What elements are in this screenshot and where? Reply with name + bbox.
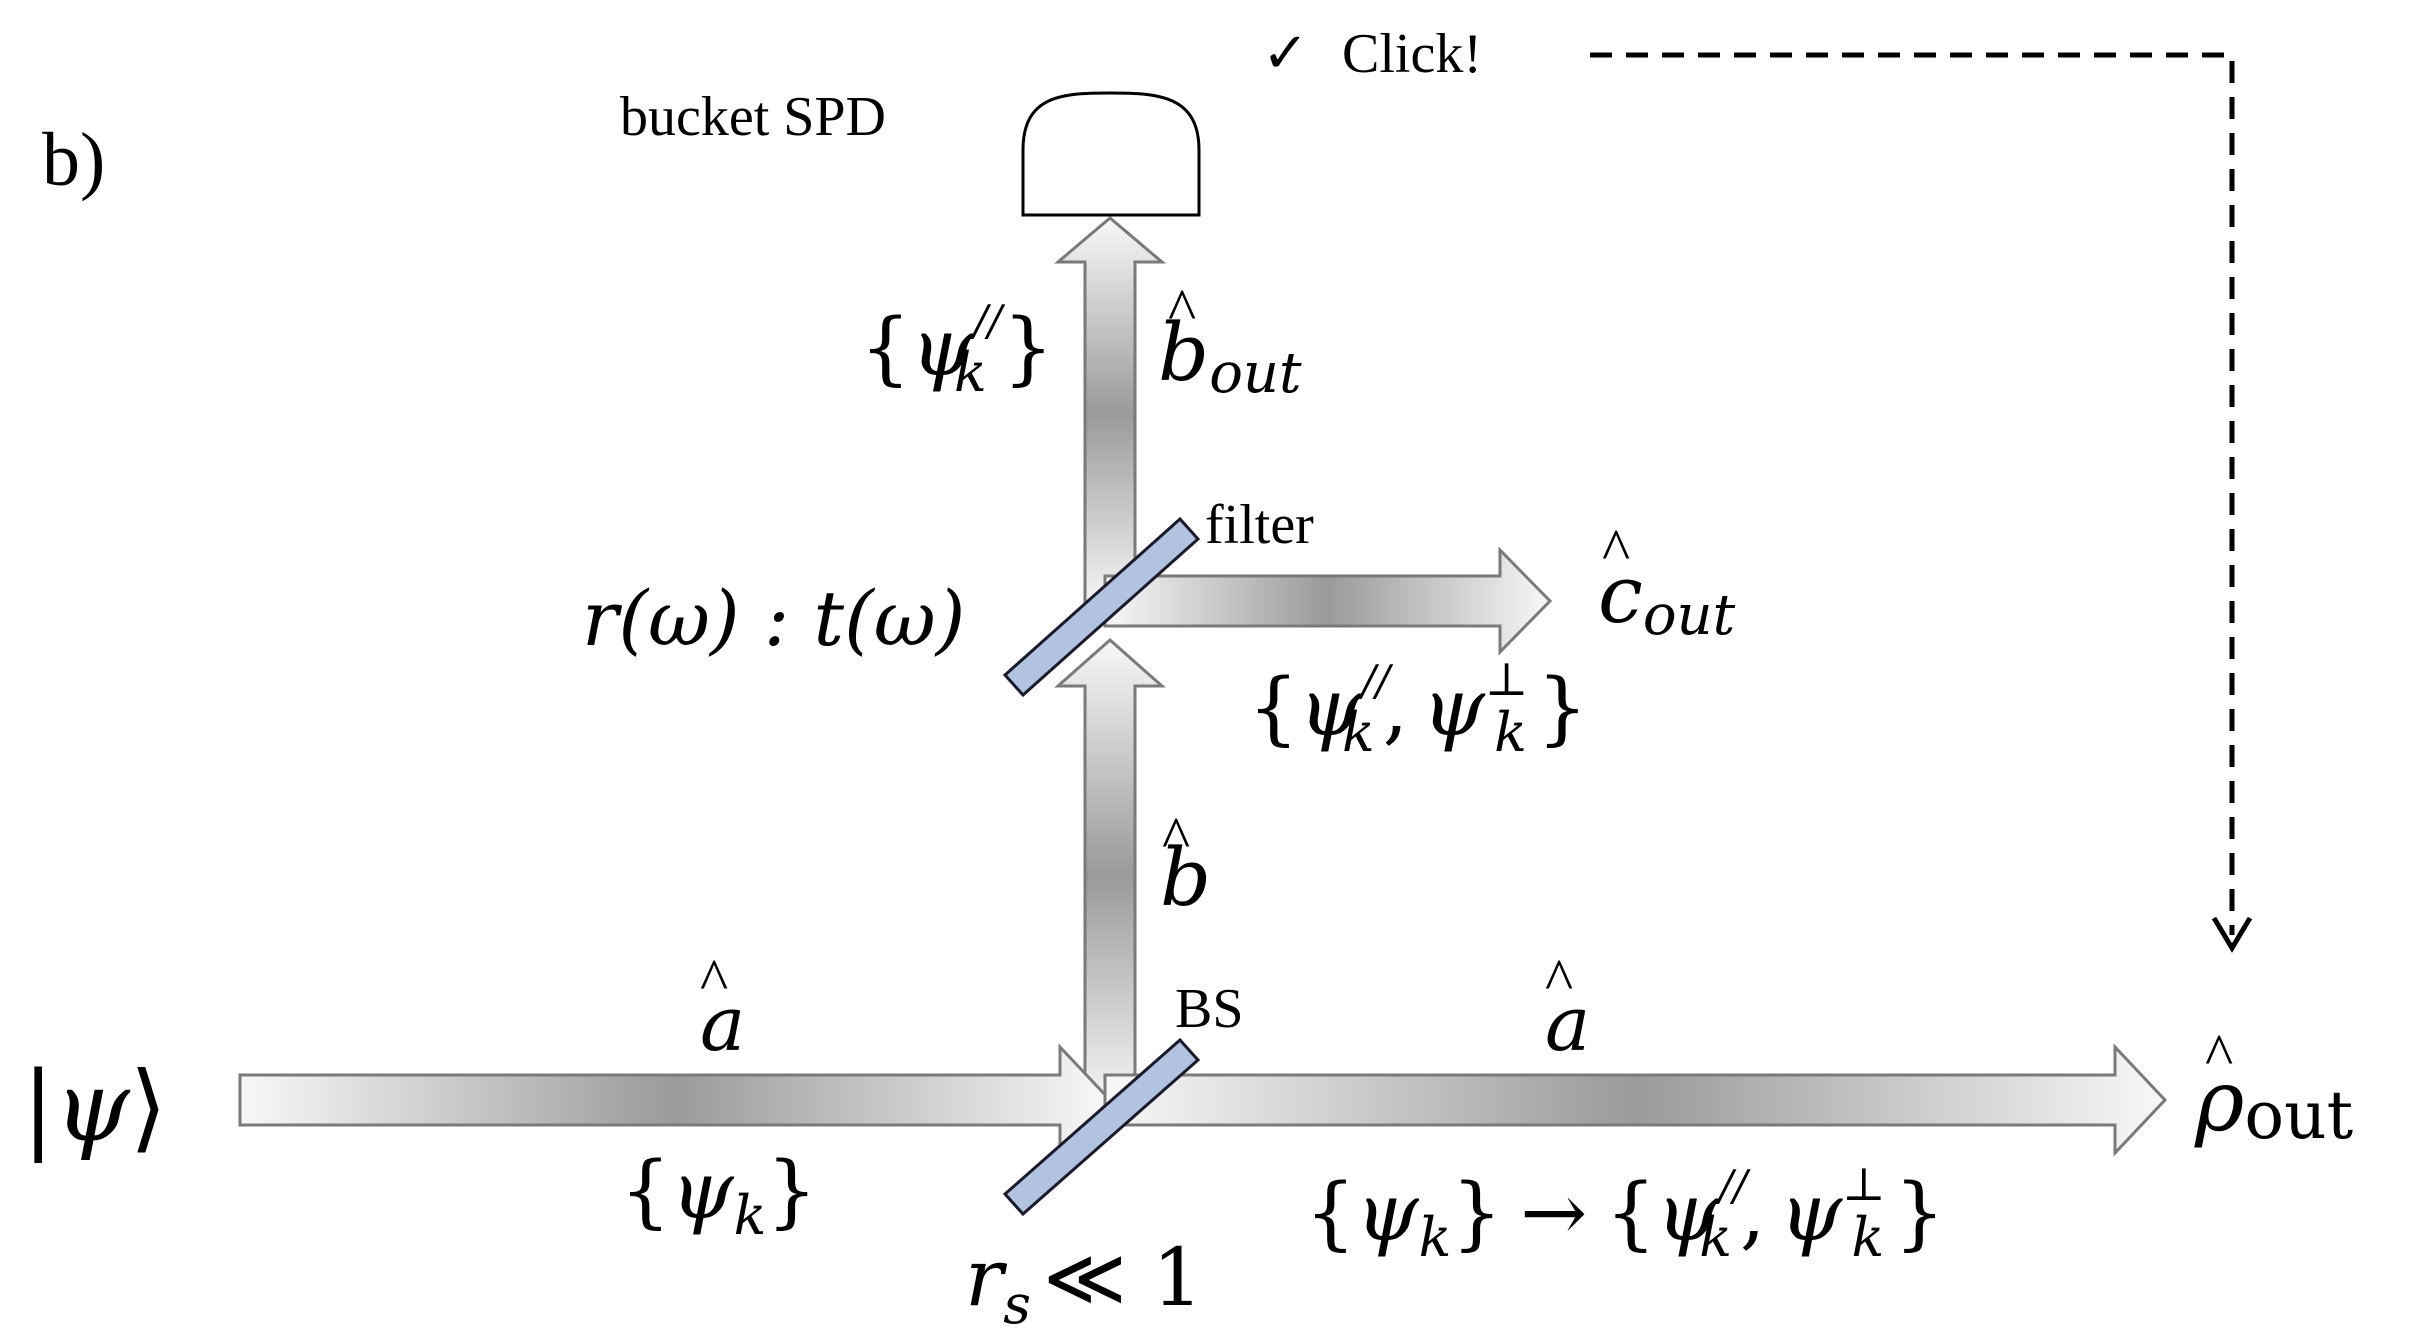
panel-label: b) — [42, 118, 105, 202]
mode-a-in-label: a — [700, 979, 745, 1068]
feedforward-arrowhead — [2211, 916, 2253, 953]
mode-a-in-hat: ^ — [700, 947, 728, 1013]
beam-b — [1054, 637, 1166, 1112]
mode-c-out-hat: ^ — [1602, 517, 1630, 583]
filter-plate — [1002, 516, 1201, 698]
mode-b-label: b — [1160, 831, 1211, 924]
mode-a-in-modes: {ψk} — [620, 1144, 817, 1247]
mode-b-out-label: bout — [1158, 306, 1302, 406]
mode-a-out-modes: {ψk}→{ψ//k,ψ⊥k} — [1305, 1157, 1945, 1269]
mode-b-out-hat: ^ — [1168, 277, 1196, 343]
click-label: Click! — [1342, 23, 1482, 85]
output-state: ρout — [2194, 1052, 2353, 1154]
filter-ratio: r(ω) : t(ω) — [582, 574, 965, 663]
mode-b-out-modes: {ψ//k} — [860, 296, 1054, 404]
feedforward-dashed-line — [1590, 52, 2235, 935]
beam-a-in — [238, 1043, 1113, 1157]
mode-a-out-hat: ^ — [1545, 947, 1573, 1013]
beamsplitter-label: BS — [1175, 978, 1244, 1040]
input-state: |ψ⟩ — [22, 1051, 167, 1163]
mode-c-out-modes: {ψ//k,ψ⊥k} — [1248, 652, 1588, 764]
mode-b-hat: ^ — [1162, 805, 1190, 871]
beam-c-out — [1103, 546, 1553, 656]
output-hat: ^ — [2205, 1022, 2233, 1088]
beamsplitter-ratio: rs≪ 1 — [965, 1231, 1203, 1336]
mode-c-out-label: cout — [1598, 548, 1736, 648]
beamsplitter-plate — [1002, 1037, 1201, 1217]
beam-b-out — [1053, 216, 1167, 612]
beam-a-out — [1103, 1043, 2168, 1157]
check-icon: ✓ — [1262, 23, 1309, 85]
detector-label: bucket SPD — [620, 86, 886, 148]
mode-a-out-label: a — [1545, 979, 1590, 1068]
filter-label: filter — [1205, 494, 1314, 556]
detector-icon — [1021, 91, 1201, 217]
